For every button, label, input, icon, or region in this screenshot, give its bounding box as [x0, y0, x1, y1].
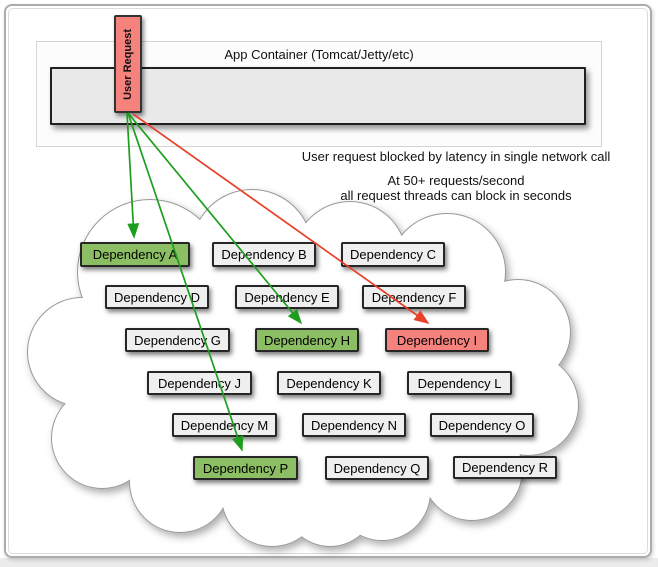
dependency-node-g: Dependency G [125, 328, 230, 352]
dependency-node-i: Dependency I [385, 328, 489, 352]
dependency-node-j: Dependency J [147, 371, 252, 395]
page-background-strip [0, 558, 658, 567]
dependency-node-a: Dependency A [80, 242, 190, 267]
dependency-node-q: Dependency Q [325, 456, 429, 480]
dependency-node-label: Dependency I [396, 332, 478, 348]
dependency-node-label: Dependency J [157, 375, 242, 391]
dependency-node-c: Dependency C [341, 242, 445, 267]
dependency-node-label: Dependency M [180, 417, 269, 433]
dependency-node-label: Dependency A [92, 247, 178, 262]
dependency-node-d: Dependency D [105, 285, 209, 309]
user-request-box: User Request [114, 15, 142, 113]
dependency-node-m: Dependency M [172, 413, 277, 437]
dependency-node-p: Dependency P [193, 456, 298, 480]
dependency-node-label: Dependency R [462, 460, 548, 475]
dependency-node-label: Dependency C [350, 247, 436, 262]
dependency-node-b: Dependency B [212, 242, 316, 267]
dependency-node-label: Dependency E [244, 289, 330, 305]
dependency-node-o: Dependency O [430, 413, 534, 437]
dependency-node-e: Dependency E [235, 285, 339, 309]
dependency-node-l: Dependency L [407, 371, 512, 395]
dependency-node-label: Dependency Q [333, 460, 421, 476]
app-container-label: App Container (Tomcat/Jetty/etc) [224, 47, 414, 62]
dependency-node-label: Dependency H [264, 332, 350, 348]
dependency-node-f: Dependency F [362, 285, 466, 309]
dependency-node-label: Dependency B [221, 247, 307, 262]
dependency-node-label: Dependency P [202, 460, 289, 476]
dependency-node-label: Dependency D [114, 289, 200, 305]
user-request-label: User Request [122, 28, 134, 100]
dependency-node-label: Dependency F [371, 289, 457, 305]
dependency-node-r: Dependency R [453, 456, 557, 479]
dependency-node-h: Dependency H [255, 328, 359, 352]
dependency-node-label: Dependency N [311, 417, 397, 433]
dependency-node-label: Dependency G [134, 332, 221, 348]
page-frame-inner-border [8, 8, 648, 554]
dependency-node-label: Dependency L [417, 375, 502, 391]
dependency-node-k: Dependency K [277, 371, 381, 395]
dependency-node-label: Dependency O [438, 417, 526, 433]
dependency-node-label: Dependency K [286, 375, 372, 391]
dependency-node-n: Dependency N [302, 413, 406, 437]
